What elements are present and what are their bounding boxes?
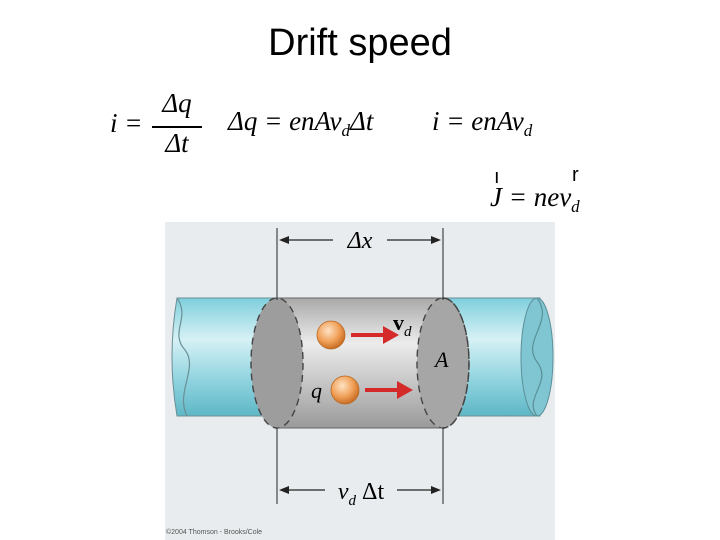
- fraction-bar: [152, 126, 202, 128]
- drift-arrowhead-bottom: [397, 381, 413, 399]
- left-cross-section: [250, 297, 304, 429]
- fraction-numerator: Δq: [162, 88, 192, 118]
- equation-text-wrap: J = nevd: [490, 182, 580, 217]
- copyright-notice: ©2004 Thomson - Brooks/Cole: [166, 529, 263, 536]
- label-delta-x: Δx: [347, 228, 373, 254]
- vector-mark-v: r: [572, 164, 579, 186]
- label-velocity: vd: [393, 310, 412, 340]
- conductor-segment: [277, 298, 443, 428]
- equation-subscript: d: [571, 197, 580, 216]
- equation-text: i = enAv: [432, 106, 524, 136]
- charge-carrier-top: [316, 320, 346, 350]
- equation-lhs: i =: [110, 108, 143, 138]
- equation-charge: Δq = enAvdΔt: [228, 106, 373, 141]
- slide-title: Drift speed: [268, 22, 452, 64]
- dx-arrowhead-right: [431, 236, 441, 244]
- pipe-broken-left-edge: [176, 297, 191, 417]
- right-cross-section-front: [442, 297, 470, 429]
- label-velocity-sub: d: [404, 324, 412, 340]
- vector-mark-j: ı: [494, 166, 500, 188]
- equation-current-definition: i = Δq Δt: [110, 88, 210, 166]
- equation-j: J: [490, 182, 502, 212]
- equation-current-density: ı r J = nevd: [490, 164, 610, 222]
- vddt-arrowhead-right: [431, 486, 441, 494]
- label-vd-sub: d: [349, 493, 357, 509]
- drift-arrowhead-top: [383, 326, 399, 344]
- label-area-a: A: [433, 347, 449, 372]
- equation-current: i = enAvd: [432, 106, 532, 141]
- charge-carrier-bottom: [330, 375, 360, 405]
- equation-text: = nev: [501, 182, 572, 212]
- label-vd-dt: vd Δt: [338, 479, 385, 509]
- pipe-right-broken-edge: [531, 297, 543, 417]
- equation-tail: Δt: [350, 106, 374, 136]
- label-velocity-v: v: [393, 310, 404, 335]
- pipe-right-end: [520, 297, 554, 417]
- vddt-arrowhead-left: [279, 486, 289, 494]
- label-vd-dt-tail: Δt: [362, 479, 384, 505]
- dx-arrowhead-left: [279, 236, 289, 244]
- fraction-denominator: Δt: [165, 128, 189, 158]
- label-charge-q: q: [311, 378, 322, 403]
- equation-text: Δq = enAv: [228, 106, 342, 136]
- equation-subscript: d: [523, 121, 533, 140]
- label-vd-v: v: [338, 479, 349, 505]
- equation-subscript: d: [341, 121, 351, 140]
